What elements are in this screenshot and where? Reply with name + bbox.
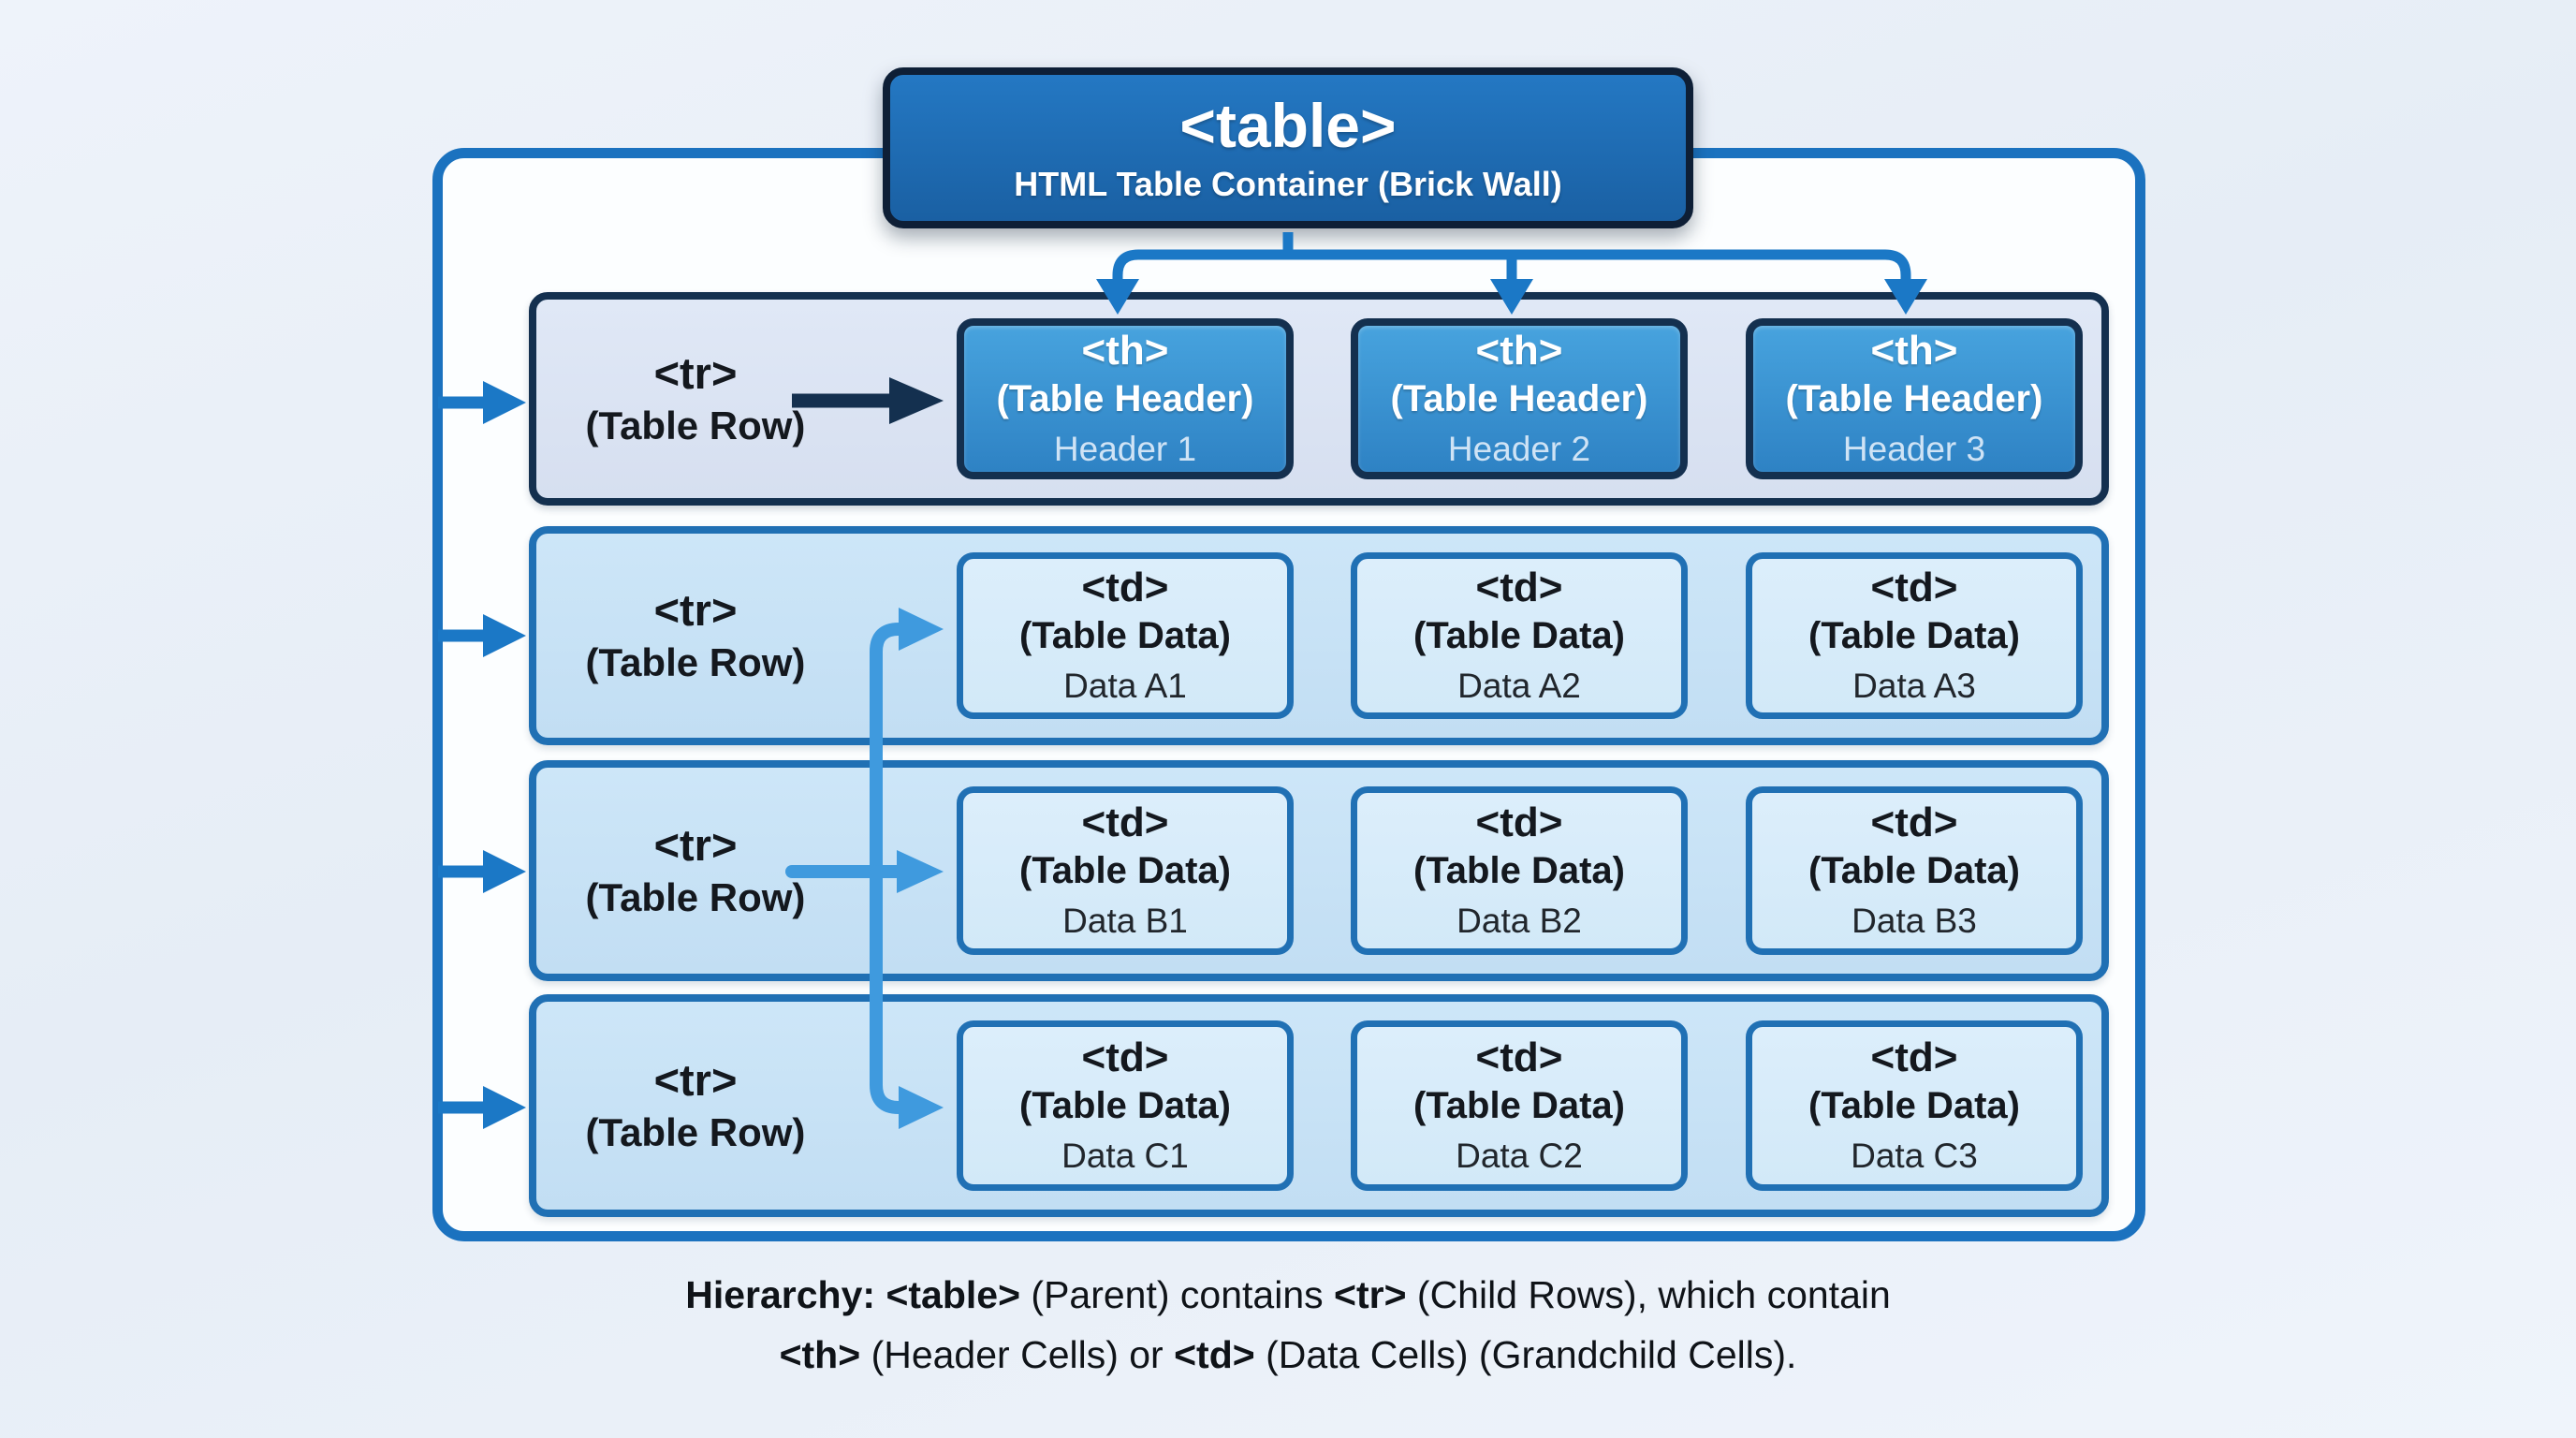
th-desc: (Table Header) xyxy=(1785,378,2043,420)
td-tag: <td> xyxy=(1870,565,1958,611)
tr-label-1: <tr> (Table Row) xyxy=(564,300,827,498)
caption-text: (Child Rows), which contain xyxy=(1406,1273,1891,1316)
table-row-header: <tr> (Table Row) <th> (Table Header) Hea… xyxy=(529,292,2109,506)
tr-desc: (Table Row) xyxy=(585,1110,806,1155)
td-tag: <td> xyxy=(1081,800,1169,846)
caption-text: (Parent) contains xyxy=(1020,1273,1335,1316)
td-tag: <td> xyxy=(1475,1034,1563,1081)
td-tag: <td> xyxy=(1870,800,1958,846)
td-tag: <td> xyxy=(1081,1034,1169,1081)
td-desc: (Table Data) xyxy=(1019,850,1231,892)
td-cell-b1: <td> (Table Data) Data B1 xyxy=(957,786,1294,955)
td-value: Data A2 xyxy=(1457,667,1581,706)
th-cell-3: <th> (Table Header) Header 3 xyxy=(1746,318,2083,479)
caption-text: (Header Cells) or xyxy=(860,1332,1175,1376)
td-value: Data C1 xyxy=(1061,1137,1189,1176)
td-cell-a1: <td> (Table Data) Data A1 xyxy=(957,552,1294,719)
td-value: Data B1 xyxy=(1062,902,1188,941)
td-value: Data A3 xyxy=(1852,667,1976,706)
tr-desc: (Table Row) xyxy=(585,640,806,685)
th-desc: (Table Header) xyxy=(1390,378,1648,420)
th-tag: <th> xyxy=(1870,328,1958,374)
table-subtitle: HTML Table Container (Brick Wall) xyxy=(1014,164,1562,203)
tr-label-2: <tr> (Table Row) xyxy=(564,534,827,738)
caption-text: <tr> xyxy=(1334,1273,1407,1316)
th-value: Header 2 xyxy=(1447,430,1591,469)
caption-text: (Data Cells) (Grandchild Cells). xyxy=(1254,1332,1797,1376)
table-row-c: <tr> (Table Row) <td> (Table Data) Data … xyxy=(529,994,2109,1217)
tr-label-4: <tr> (Table Row) xyxy=(564,1002,827,1210)
td-desc: (Table Data) xyxy=(1413,1085,1625,1127)
tr-tag: <tr> xyxy=(653,585,738,636)
th-tag: <th> xyxy=(1081,328,1169,374)
table-tag-label: <table> xyxy=(1179,90,1397,160)
td-cell-a2: <td> (Table Data) Data A2 xyxy=(1351,552,1688,719)
td-tag: <td> xyxy=(1475,800,1563,846)
caption-text: Hierarchy: xyxy=(685,1273,886,1316)
td-cell-c3: <td> (Table Data) Data C3 xyxy=(1746,1020,2083,1191)
th-value: Header 3 xyxy=(1842,430,1986,469)
td-tag: <td> xyxy=(1870,1034,1958,1081)
tr-tag: <tr> xyxy=(653,820,738,871)
td-desc: (Table Data) xyxy=(1413,850,1625,892)
th-cell-2: <th> (Table Header) Header 2 xyxy=(1351,318,1688,479)
td-value: Data C3 xyxy=(1851,1137,1978,1176)
td-desc: (Table Data) xyxy=(1019,615,1231,657)
td-tag: <td> xyxy=(1081,565,1169,611)
caption-text: <th> xyxy=(779,1332,861,1376)
td-value: Data C2 xyxy=(1456,1137,1583,1176)
table-row-b: <tr> (Table Row) <td> (Table Data) Data … xyxy=(529,760,2109,981)
th-cell-1: <th> (Table Header) Header 1 xyxy=(957,318,1294,479)
td-value: Data A1 xyxy=(1063,667,1187,706)
td-cell-c2: <td> (Table Data) Data C2 xyxy=(1351,1020,1688,1191)
td-value: Data B3 xyxy=(1852,902,1977,941)
td-desc: (Table Data) xyxy=(1808,850,2020,892)
td-desc: (Table Data) xyxy=(1808,1085,2020,1127)
td-cell-b2: <td> (Table Data) Data B2 xyxy=(1351,786,1688,955)
table-title-box: <table> HTML Table Container (Brick Wall… xyxy=(883,67,1693,228)
th-value: Header 1 xyxy=(1053,430,1197,469)
td-desc: (Table Data) xyxy=(1019,1085,1231,1127)
td-tag: <td> xyxy=(1475,565,1563,611)
caption-line-2: <th> (Header Cells) or <td> (Data Cells)… xyxy=(0,1326,2576,1386)
tr-tag: <tr> xyxy=(653,1055,738,1106)
caption-text: <table> xyxy=(886,1273,1021,1316)
td-cell-a3: <td> (Table Data) Data A3 xyxy=(1746,552,2083,719)
caption-text: <td> xyxy=(1174,1332,1255,1376)
table-row-a: <tr> (Table Row) <td> (Table Data) Data … xyxy=(529,526,2109,745)
tr-desc: (Table Row) xyxy=(585,404,806,448)
th-desc: (Table Header) xyxy=(996,378,1254,420)
td-desc: (Table Data) xyxy=(1808,615,2020,657)
hierarchy-caption: Hierarchy: <table> (Parent) contains <tr… xyxy=(0,1266,2576,1385)
tr-desc: (Table Row) xyxy=(585,875,806,920)
tr-tag: <tr> xyxy=(653,348,738,399)
tr-label-3: <tr> (Table Row) xyxy=(564,768,827,974)
th-tag: <th> xyxy=(1475,328,1563,374)
td-cell-c1: <td> (Table Data) Data C1 xyxy=(957,1020,1294,1191)
td-desc: (Table Data) xyxy=(1413,615,1625,657)
td-cell-b3: <td> (Table Data) Data B3 xyxy=(1746,786,2083,955)
caption-line-1: Hierarchy: <table> (Parent) contains <tr… xyxy=(0,1266,2576,1326)
td-value: Data B2 xyxy=(1456,902,1582,941)
